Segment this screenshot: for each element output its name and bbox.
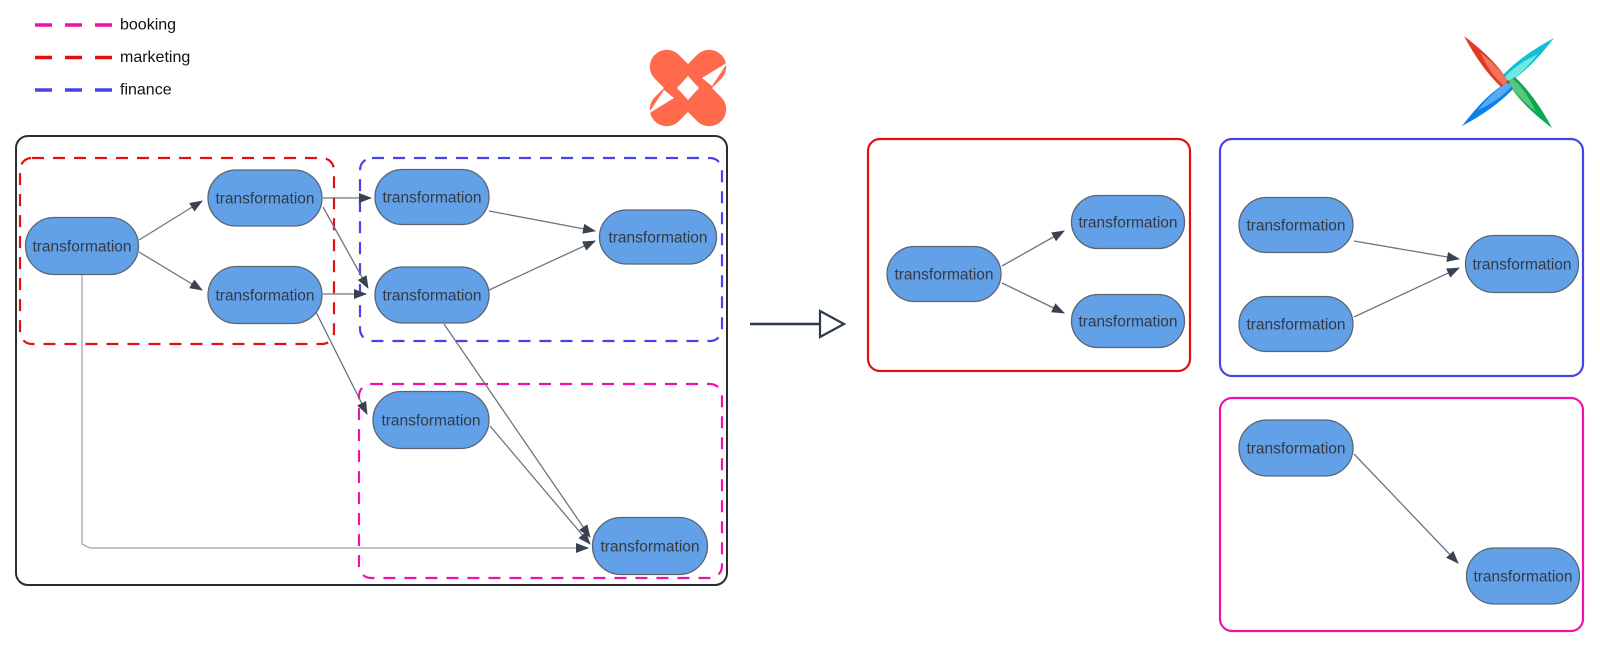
node-label: transformation (215, 288, 314, 305)
node-shape (207, 265, 323, 325)
airflow-center-dot (1506, 80, 1510, 84)
node-shape (591, 516, 709, 576)
node-shape (1465, 547, 1581, 605)
transformation-node-g: transformation (372, 390, 490, 450)
node-label: transformation (1078, 215, 1177, 232)
edge-a-b (138, 200, 203, 241)
legend-label: finance (120, 82, 172, 99)
legend-item-finance: finance (35, 82, 172, 99)
booking-dag-box (1218, 396, 1585, 633)
node-label: transformation (381, 413, 480, 430)
edge-b1-b2 (1353, 453, 1459, 564)
transform-arrow-icon (750, 309, 847, 339)
node-label: transformation (1246, 317, 1345, 334)
node-label: transformation (32, 239, 131, 256)
transformation-node-b2: transformation (1465, 547, 1581, 605)
edge-f1-f3 (1353, 240, 1460, 262)
legend-item-booking: booking (35, 17, 176, 34)
node-shape (1238, 196, 1354, 254)
node-shape (207, 169, 323, 227)
transformation-node-e: transformation (374, 266, 490, 324)
finance-dag: transformation transformation transformati… (1218, 137, 1585, 378)
transformation-node-b1: transformation (1238, 419, 1354, 477)
node-label: transformation (1078, 314, 1177, 331)
node-shape (1238, 419, 1354, 477)
node-shape (374, 168, 490, 226)
node-shape (1070, 194, 1186, 250)
marketing-group-box (18, 156, 336, 346)
transformation-node-f1: transformation (1238, 196, 1354, 254)
marketing-dag: transformation transformation transformati… (866, 137, 1192, 373)
dbt-source-dag: transformation transformation transformati… (15, 135, 728, 586)
airflow-blade-red (1464, 36, 1508, 87)
node-label: transformation (1472, 257, 1571, 274)
dbt-mark-notch (702, 62, 728, 86)
airflow-blade-blue (1462, 82, 1513, 126)
edge-c-g (315, 311, 368, 415)
source-frame (15, 135, 728, 586)
dbt-mark-notch (648, 90, 674, 114)
airflow-result-dags: transformationtransformationtransformati… (866, 137, 1585, 633)
transformation-node-f: transformation (598, 209, 718, 265)
transformation-node-f2: transformation (1238, 295, 1354, 353)
transformation-node-b: transformation (207, 169, 323, 227)
transform-arrow-head (818, 309, 847, 339)
finance-dag-box (1218, 137, 1585, 378)
transformation-node-c: transformation (207, 265, 323, 325)
node-shape (1238, 295, 1354, 353)
dbt-mark-diamond (677, 76, 699, 100)
node-label: transformation (600, 539, 699, 556)
edge-a-h (81, 275, 589, 553)
node-label: transformation (1246, 441, 1345, 458)
edge-m1-m2 (1001, 230, 1065, 267)
node-label: transformation (215, 191, 314, 208)
node-label: transformation (382, 288, 481, 305)
legend-label: booking (120, 17, 176, 34)
transformation-node-h: transformation (591, 516, 709, 576)
node-shape (598, 209, 718, 265)
transformation-node-f3: transformation (1464, 234, 1580, 294)
transformation-node-m2: transformation (1070, 194, 1186, 250)
node-label: transformation (1246, 218, 1345, 235)
airflow-blade-teal (1503, 38, 1554, 82)
edge-a-c (138, 251, 203, 291)
edge-d-f (488, 210, 596, 234)
node-label: transformation (1473, 569, 1572, 586)
legend-item-marketing: marketing (35, 49, 190, 66)
node-label: transformation (382, 190, 481, 207)
finance-group-box (358, 156, 724, 343)
dbt-logo (648, 49, 728, 127)
transformation-node-m3: transformation (1070, 293, 1186, 349)
node-label: transformation (894, 267, 993, 284)
transformation-node-a: transformation (24, 216, 140, 276)
edge-e-f (488, 240, 596, 291)
edge-g-h (489, 425, 591, 545)
node-shape (372, 390, 490, 450)
legend: booking marketing finance (35, 17, 190, 99)
edge-b-e (322, 206, 369, 289)
edge-m1-m3 (1001, 282, 1065, 314)
airflow-blade-green (1508, 77, 1552, 128)
transformation-node-m1: transformation (886, 245, 1002, 303)
edge-f2-f3 (1353, 267, 1460, 318)
booking-dag: transformation transformation (1218, 396, 1585, 633)
node-shape (374, 266, 490, 324)
node-shape (24, 216, 140, 276)
node-shape (886, 245, 1002, 303)
edge-e-h (443, 323, 591, 538)
booking-group-box (357, 382, 724, 580)
node-shape (1070, 293, 1186, 349)
node-shape (1464, 234, 1580, 294)
legend-label: marketing (120, 49, 190, 66)
airflow-logo (1462, 36, 1554, 128)
transformation-node-d: transformation (374, 168, 490, 226)
marketing-dag-box (866, 137, 1192, 373)
node-label: transformation (608, 230, 707, 247)
